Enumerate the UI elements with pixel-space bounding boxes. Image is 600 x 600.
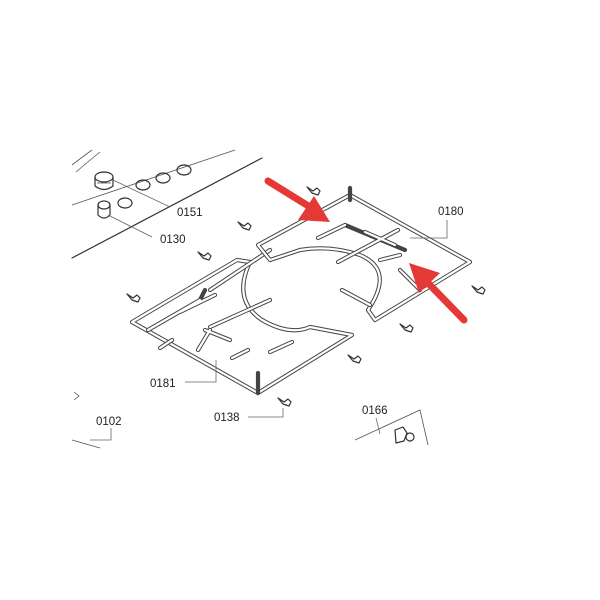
- label-0151: 0151: [177, 207, 203, 219]
- right-grate: [255, 185, 473, 323]
- label-0166: 0166: [362, 405, 388, 417]
- arrow-icon: [264, 177, 330, 222]
- label-0181: 0181: [150, 378, 176, 390]
- label-0180: 0180: [438, 206, 464, 218]
- left-grate: [129, 247, 355, 396]
- gas-connector: [354, 409, 429, 446]
- label-0130: 0130: [160, 234, 186, 246]
- knob: [94, 171, 114, 191]
- rubber-feet: [126, 186, 486, 407]
- arrow-icon: [409, 263, 468, 324]
- control-panel: [71, 149, 263, 259]
- label-0102: 0102: [96, 416, 122, 428]
- label-0138: 0138: [214, 412, 240, 424]
- knob-cap: [97, 200, 111, 219]
